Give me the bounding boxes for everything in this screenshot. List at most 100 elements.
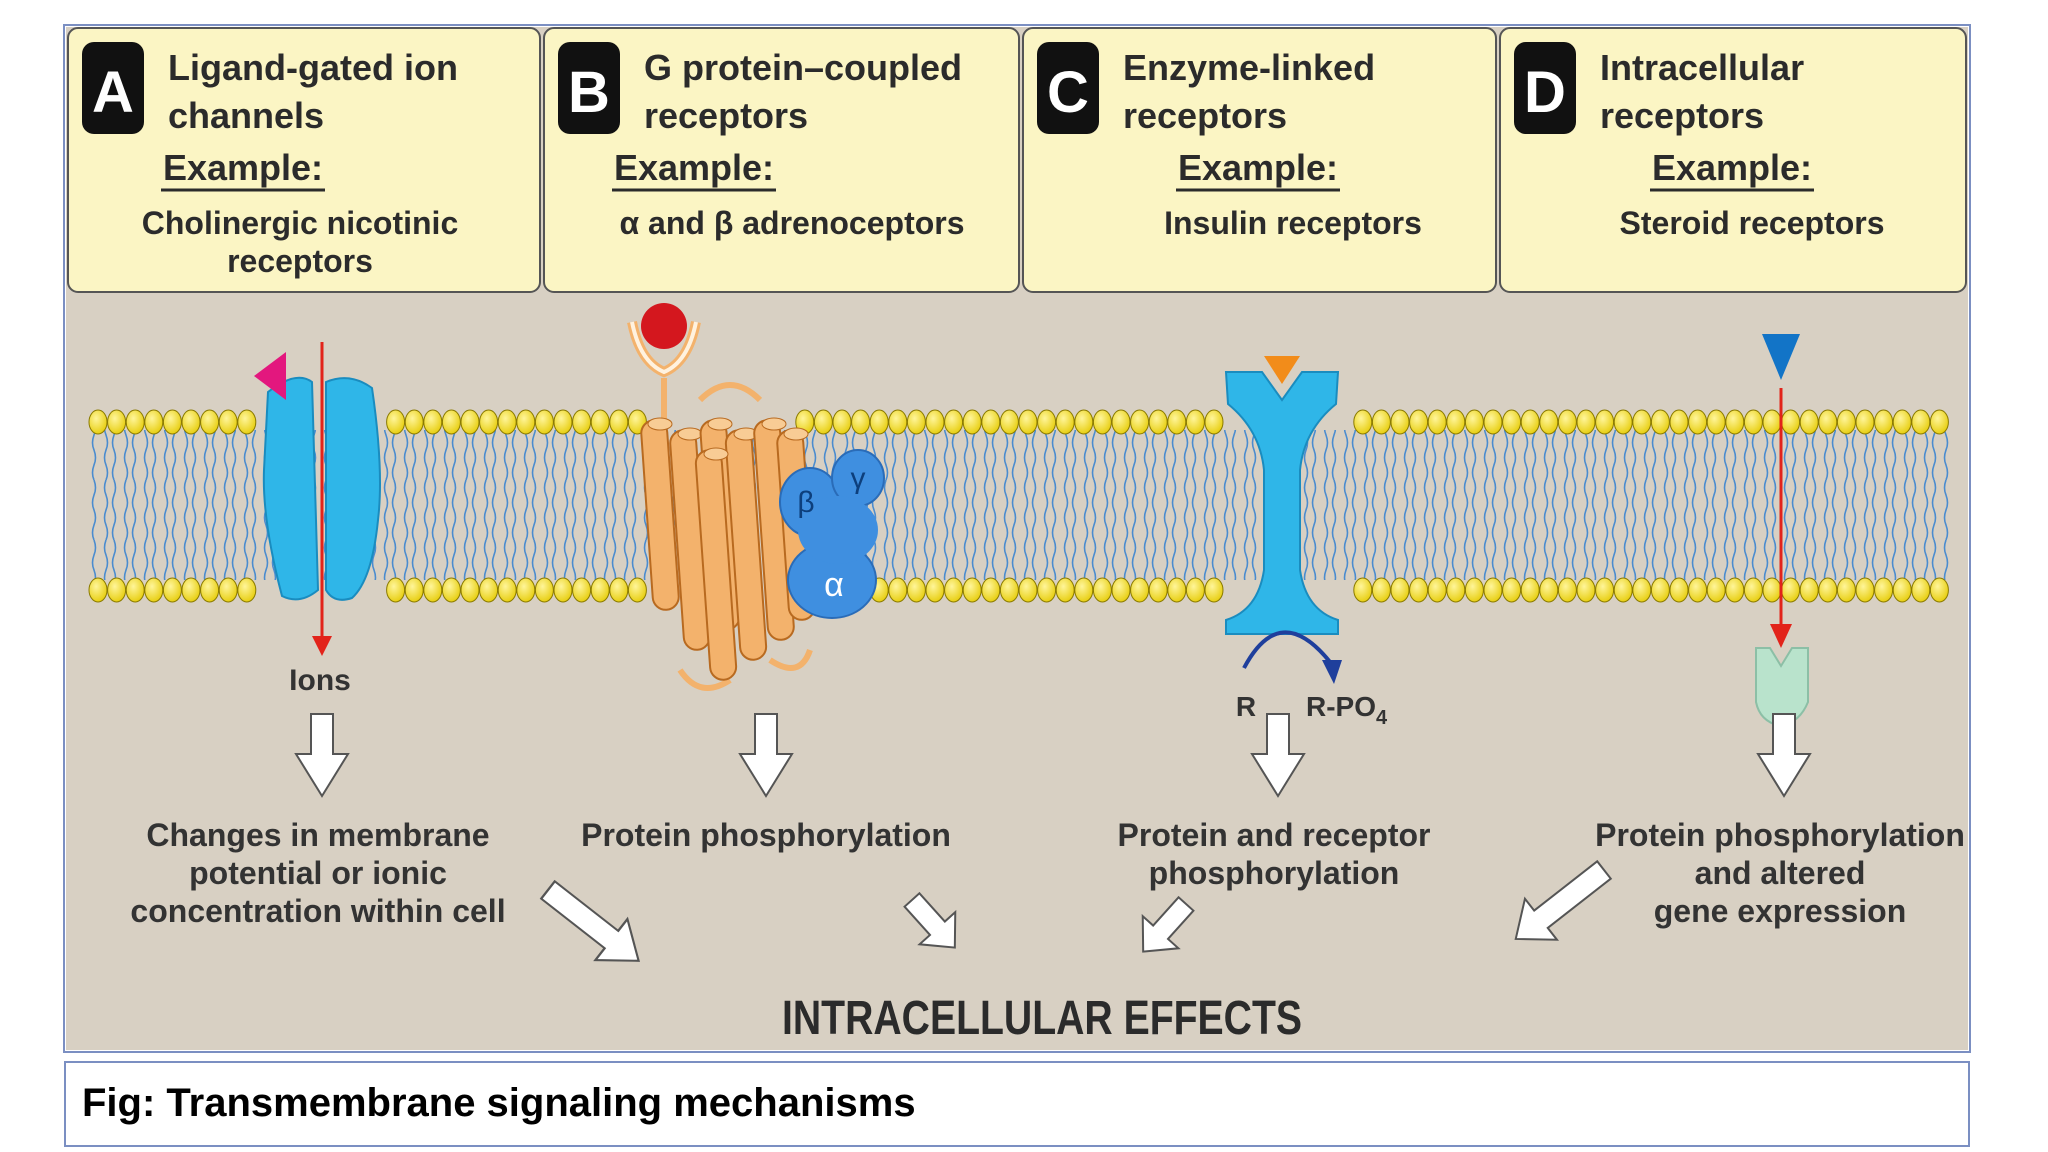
- lipid-head: [1911, 409, 1931, 435]
- lipid-head: [1018, 577, 1038, 603]
- lipid-tails: [90, 430, 1950, 580]
- lipid-head: [1539, 577, 1559, 603]
- lipid-head: [1632, 409, 1652, 435]
- lipid-head: [88, 577, 108, 603]
- lipid-head: [1353, 577, 1373, 603]
- lipid-head: [1743, 409, 1763, 435]
- lipid-head: [1446, 409, 1466, 435]
- lipid-head: [1669, 409, 1689, 435]
- lipid-head: [534, 409, 554, 435]
- lipid-head: [962, 577, 982, 603]
- lipid-head: [125, 409, 145, 435]
- header-panel-b: [543, 27, 1020, 293]
- lipid-head: [1855, 577, 1875, 603]
- outcome-line: Protein phosphorylation: [1595, 817, 1965, 853]
- lipid-head: [572, 409, 592, 435]
- lipid-head: [1557, 577, 1577, 603]
- lipid-head: [460, 577, 480, 603]
- ion-channel: [254, 342, 381, 656]
- lipid-head: [1353, 409, 1373, 435]
- lipid-head: [162, 577, 182, 603]
- panel-title-line: G protein–coupled: [644, 47, 962, 88]
- reaction-substrate: R: [1236, 691, 1256, 722]
- lipid-head: [1929, 409, 1949, 435]
- lipid-head: [981, 577, 1001, 603]
- ion-flow-arrowhead: [312, 636, 332, 656]
- lipid-head: [1390, 577, 1410, 603]
- subunit-beta-label: β: [797, 486, 814, 519]
- lipid-head: [1688, 577, 1708, 603]
- example-line: Insulin receptors: [1164, 205, 1422, 241]
- panel-letter-badge: [1514, 42, 1576, 134]
- lipid-head: [1427, 409, 1447, 435]
- lipid-head: [1204, 409, 1224, 435]
- lipid-head: [1092, 409, 1112, 435]
- panel-letter: D: [1524, 60, 1566, 125]
- helix-top: [761, 417, 787, 431]
- lipid-head: [534, 577, 554, 603]
- down-arrows: [294, 713, 1812, 798]
- lipid-head: [1074, 409, 1094, 435]
- lipid-head: [1929, 577, 1949, 603]
- lipid-head: [1892, 409, 1912, 435]
- lipid-head: [386, 577, 406, 603]
- down-arrow-a: [294, 713, 350, 798]
- panel-letter-badge: [82, 42, 144, 134]
- panel-letter-badge: [1037, 42, 1099, 134]
- example-line: α and β adrenoceptors: [619, 205, 964, 241]
- example-label: Example:: [614, 147, 774, 188]
- lipid-head: [1130, 409, 1150, 435]
- example-label: Example:: [163, 147, 323, 188]
- converging-arrow-a: [539, 879, 641, 962]
- lipid-head: [609, 577, 629, 603]
- lipid-head: [1650, 409, 1670, 435]
- lipid-head: [181, 409, 201, 435]
- lipid-head: [1520, 409, 1540, 435]
- lipid-head: [88, 409, 108, 435]
- lipid-head: [107, 577, 127, 603]
- intracellular-receptor: [1755, 334, 1809, 728]
- lipid-head: [1781, 409, 1801, 435]
- lipid-head: [1706, 577, 1726, 603]
- down-arrow-c: [1250, 713, 1306, 798]
- lipid-head: [1130, 577, 1150, 603]
- lipid-head: [1409, 577, 1429, 603]
- outcome-line: Protein and receptor: [1118, 817, 1431, 853]
- subunit-gamma-label: γ: [851, 462, 866, 495]
- ligand-circle-icon: [641, 303, 687, 349]
- lipid-head: [1464, 577, 1484, 603]
- lipid-head: [386, 409, 406, 435]
- lipid-head: [1483, 409, 1503, 435]
- lipid-head: [590, 577, 610, 603]
- lipid-head: [925, 409, 945, 435]
- panel-title-line: receptors: [644, 95, 808, 136]
- lipid-head: [1502, 409, 1522, 435]
- lipid-head: [423, 577, 443, 603]
- lipid-head: [1111, 409, 1131, 435]
- lipid-head: [906, 409, 926, 435]
- lipid-head: [1055, 409, 1075, 435]
- ligand-triangle-icon: [254, 352, 286, 400]
- lipid-head: [1762, 577, 1782, 603]
- ions-label: Ions: [289, 664, 351, 697]
- lipid-head: [1799, 577, 1819, 603]
- lipid-head: [200, 409, 220, 435]
- lipid-head: [627, 577, 647, 603]
- lipid-head: [1725, 409, 1745, 435]
- lipid-head: [1650, 577, 1670, 603]
- example-label: Example:: [1178, 147, 1338, 188]
- lipid-head: [107, 409, 127, 435]
- g-protein-core: [798, 496, 878, 564]
- lipid-head: [441, 577, 461, 603]
- lipid-head: [851, 409, 871, 435]
- diffusion-arrowhead: [1770, 624, 1792, 648]
- example-line: Cholinergic nicotinic: [142, 205, 458, 241]
- lipid-head: [144, 409, 164, 435]
- lipid-head: [1037, 409, 1057, 435]
- converging-arrow-c: [1141, 895, 1195, 953]
- reaction-product: R-PO4: [1306, 691, 1388, 729]
- lipid-head: [237, 577, 257, 603]
- lipid-head: [1148, 409, 1168, 435]
- enzyme-linked-receptor: R R-PO4: [1224, 356, 1388, 729]
- lipid-head: [1576, 409, 1596, 435]
